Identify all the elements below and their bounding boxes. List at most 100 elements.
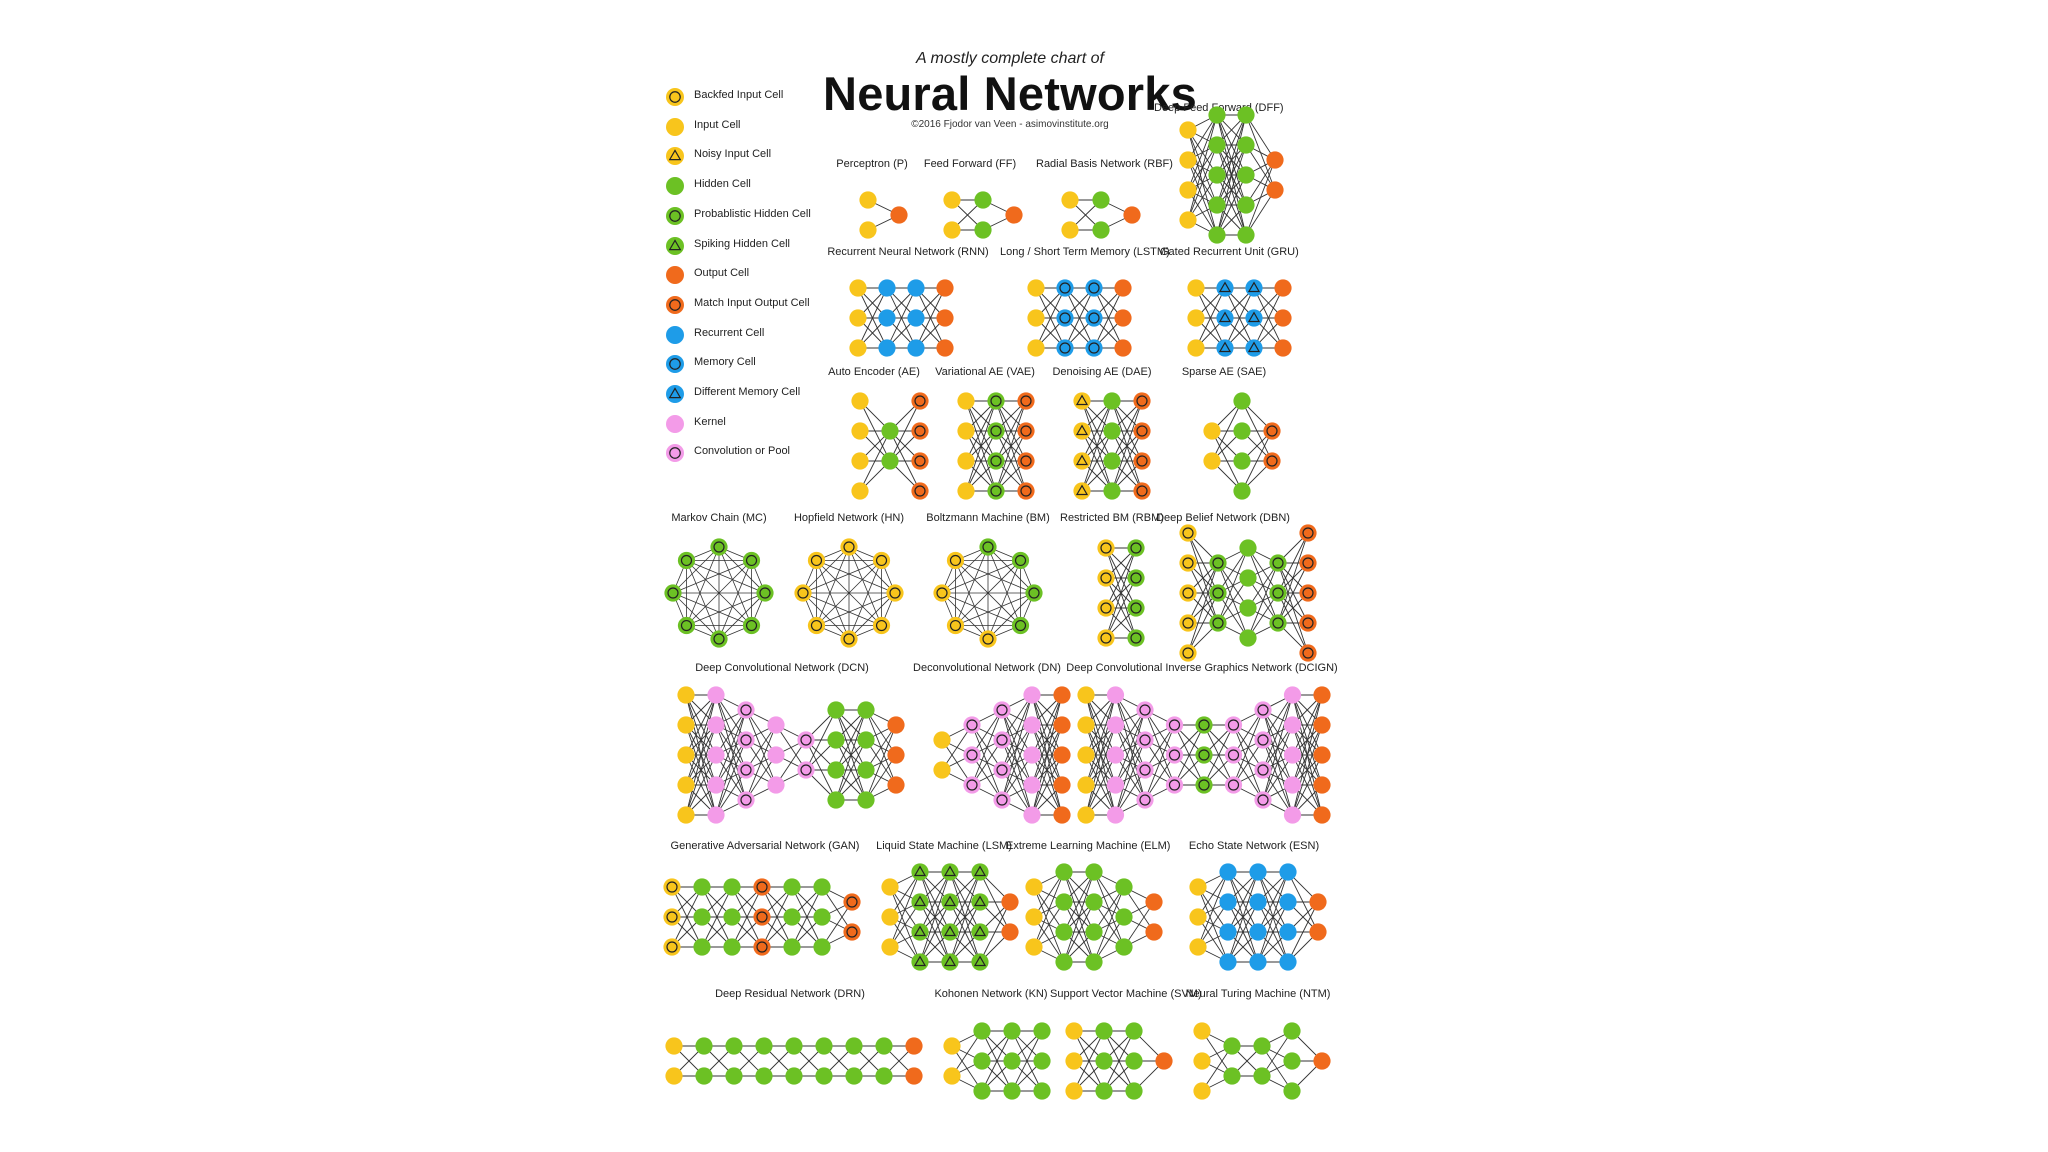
network-cell	[987, 482, 1005, 500]
network-cell	[1011, 551, 1030, 570]
network-diagram	[663, 878, 861, 956]
network-cell	[1283, 1022, 1301, 1040]
network-cell	[1279, 863, 1297, 881]
network-cell	[1023, 776, 1041, 794]
network-cell	[827, 731, 845, 749]
network-cell	[1299, 614, 1317, 632]
network-cell	[737, 761, 755, 779]
network-cell	[1179, 151, 1197, 169]
network-mc: Markov Chain (MC)	[658, 512, 780, 656]
legend-item: Recurrent Cell	[664, 324, 864, 344]
network-cell	[785, 1037, 803, 1055]
network-cell	[737, 791, 755, 809]
network-cell	[1085, 863, 1103, 881]
network-cell	[911, 893, 929, 911]
network-cell	[707, 776, 725, 794]
network-cell	[1309, 923, 1327, 941]
network-cell	[677, 686, 695, 704]
network-cell	[1274, 309, 1292, 327]
network-cell	[993, 731, 1011, 749]
network-diagram	[1179, 106, 1284, 244]
network-cell	[663, 878, 681, 896]
chart-credit: ©2016 Fjodor van Veen - asimovinstitute.…	[911, 119, 1109, 130]
network-cell	[973, 1082, 991, 1100]
edges	[1073, 1030, 1165, 1092]
network-cell	[707, 746, 725, 764]
network-cell	[907, 279, 925, 297]
network-cell	[911, 863, 929, 881]
network-cell	[957, 452, 975, 470]
network-title: Hopfield Network (HN)	[793, 512, 905, 524]
network-cell	[1254, 731, 1272, 749]
network-cell	[1179, 524, 1197, 542]
network-gru: Gated Recurrent Unit (GRU)	[1160, 246, 1299, 372]
network-diagram	[1025, 863, 1163, 971]
network-cell	[737, 731, 755, 749]
network-cell	[957, 482, 975, 500]
legend-label: Hidden Cell	[694, 178, 751, 191]
network-cell	[859, 221, 877, 239]
edges	[672, 546, 766, 640]
network-cell	[911, 392, 929, 410]
network-cell	[1187, 309, 1205, 327]
network-cell	[1103, 392, 1121, 410]
network-cell	[875, 1067, 893, 1085]
network-cell	[1097, 539, 1115, 557]
network-cell	[1053, 776, 1071, 794]
network-cell	[1017, 482, 1035, 500]
network-cell	[911, 923, 929, 941]
network-title: Deep Belief Network (DBN)	[1156, 512, 1290, 524]
network-cell	[1085, 953, 1103, 971]
network-cell	[1053, 806, 1071, 824]
network-diagram	[1097, 539, 1145, 647]
network-cell	[1313, 746, 1331, 764]
legend-label: Input Cell	[694, 118, 741, 131]
network-cell	[1223, 1037, 1241, 1055]
network-dae: Denoising AE (DAE)	[1048, 366, 1156, 508]
network-cell	[1254, 761, 1272, 779]
network-cell	[1055, 923, 1073, 941]
network-cell	[1097, 599, 1115, 617]
network-cell	[1017, 392, 1035, 410]
network-cell	[710, 538, 728, 556]
network-drn: Deep Residual Network (DRN)	[656, 988, 924, 1116]
network-esn: Echo State Network (ESN)	[1180, 840, 1328, 976]
legend-swatch-icon	[666, 117, 684, 136]
network-cell	[1033, 1082, 1051, 1100]
network-diagram	[1189, 863, 1327, 971]
network-cell	[1274, 279, 1292, 297]
network-cell	[974, 191, 992, 209]
network-cell	[936, 279, 954, 297]
network-cell	[878, 279, 896, 297]
network-cell	[857, 701, 875, 719]
network-cell	[1055, 893, 1073, 911]
network-cell	[827, 761, 845, 779]
network-title: Recurrent Neural Network (RNN)	[827, 246, 989, 258]
network-cell	[941, 893, 959, 911]
network-cell	[1266, 181, 1284, 199]
network-title: Deep Convolutional Inverse Graphics Netw…	[1066, 662, 1338, 674]
network-cell	[993, 791, 1011, 809]
network-cell	[813, 938, 831, 956]
network-cell	[1269, 614, 1287, 632]
network-cell	[767, 716, 785, 734]
network-cell	[1085, 339, 1103, 357]
network-cell	[1145, 893, 1163, 911]
network-cell	[756, 584, 774, 602]
network-cell	[1106, 716, 1125, 734]
network-cell	[890, 206, 908, 224]
network-cell	[1233, 422, 1251, 440]
network-diagram	[1179, 524, 1317, 662]
network-cell	[677, 716, 695, 734]
network-cell	[1224, 776, 1243, 794]
legend-swatch-icon	[666, 147, 684, 166]
network-cell	[807, 616, 826, 635]
network-cell	[963, 776, 981, 794]
network-cell	[1136, 701, 1154, 719]
legend-label: Recurrent Cell	[694, 326, 765, 339]
network-diagram	[794, 538, 904, 648]
legend-label: Backfed Input Cell	[694, 89, 784, 101]
network-cell	[943, 1037, 961, 1055]
legend-swatch-icon	[666, 177, 684, 196]
network-cell	[973, 1052, 991, 1070]
